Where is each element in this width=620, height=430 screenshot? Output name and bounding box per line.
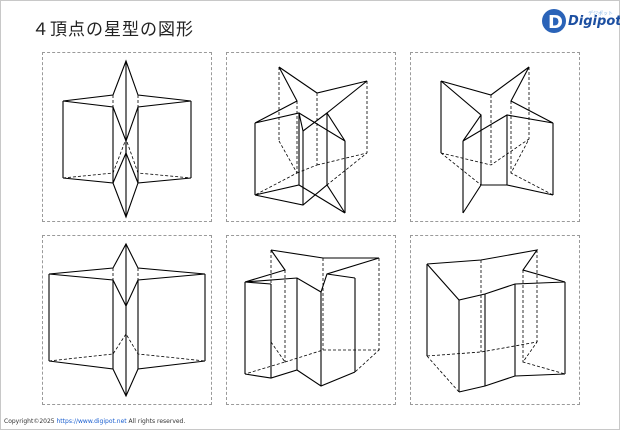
star-prism-oblique-view-right-tall <box>244 249 381 387</box>
svg-text:D: D <box>548 12 563 33</box>
star-prism-oblique-view-left <box>440 66 554 214</box>
figure-panel-2 <box>226 52 396 222</box>
rights-text: All rights reserved. <box>126 418 186 425</box>
logo-text: Digipot <box>568 14 620 29</box>
figure-panel-5 <box>226 235 396 405</box>
site-link[interactable]: https://www.digipot.net <box>56 418 127 425</box>
figure-panel-4 <box>42 235 212 405</box>
copyright-text: Copyright©2025 <box>4 418 57 425</box>
figure-panel-6 <box>410 235 580 405</box>
logo-tagline: デジポット <box>588 11 614 17</box>
star-prism-front-view <box>62 59 192 219</box>
copyright-footer: Copyright©2025 https://www.digipot.net A… <box>4 418 185 425</box>
digipot-logo: D <box>540 6 606 36</box>
star-prism-oblique-view-left-tall <box>426 249 566 393</box>
figure-panel-1 <box>42 52 212 222</box>
figure-panel-3 <box>410 52 580 222</box>
page-title: ４頂点の星型の図形 <box>32 20 194 40</box>
star-prism-oblique-view-right <box>254 66 368 214</box>
star-prism-front-view-tall <box>48 242 206 398</box>
